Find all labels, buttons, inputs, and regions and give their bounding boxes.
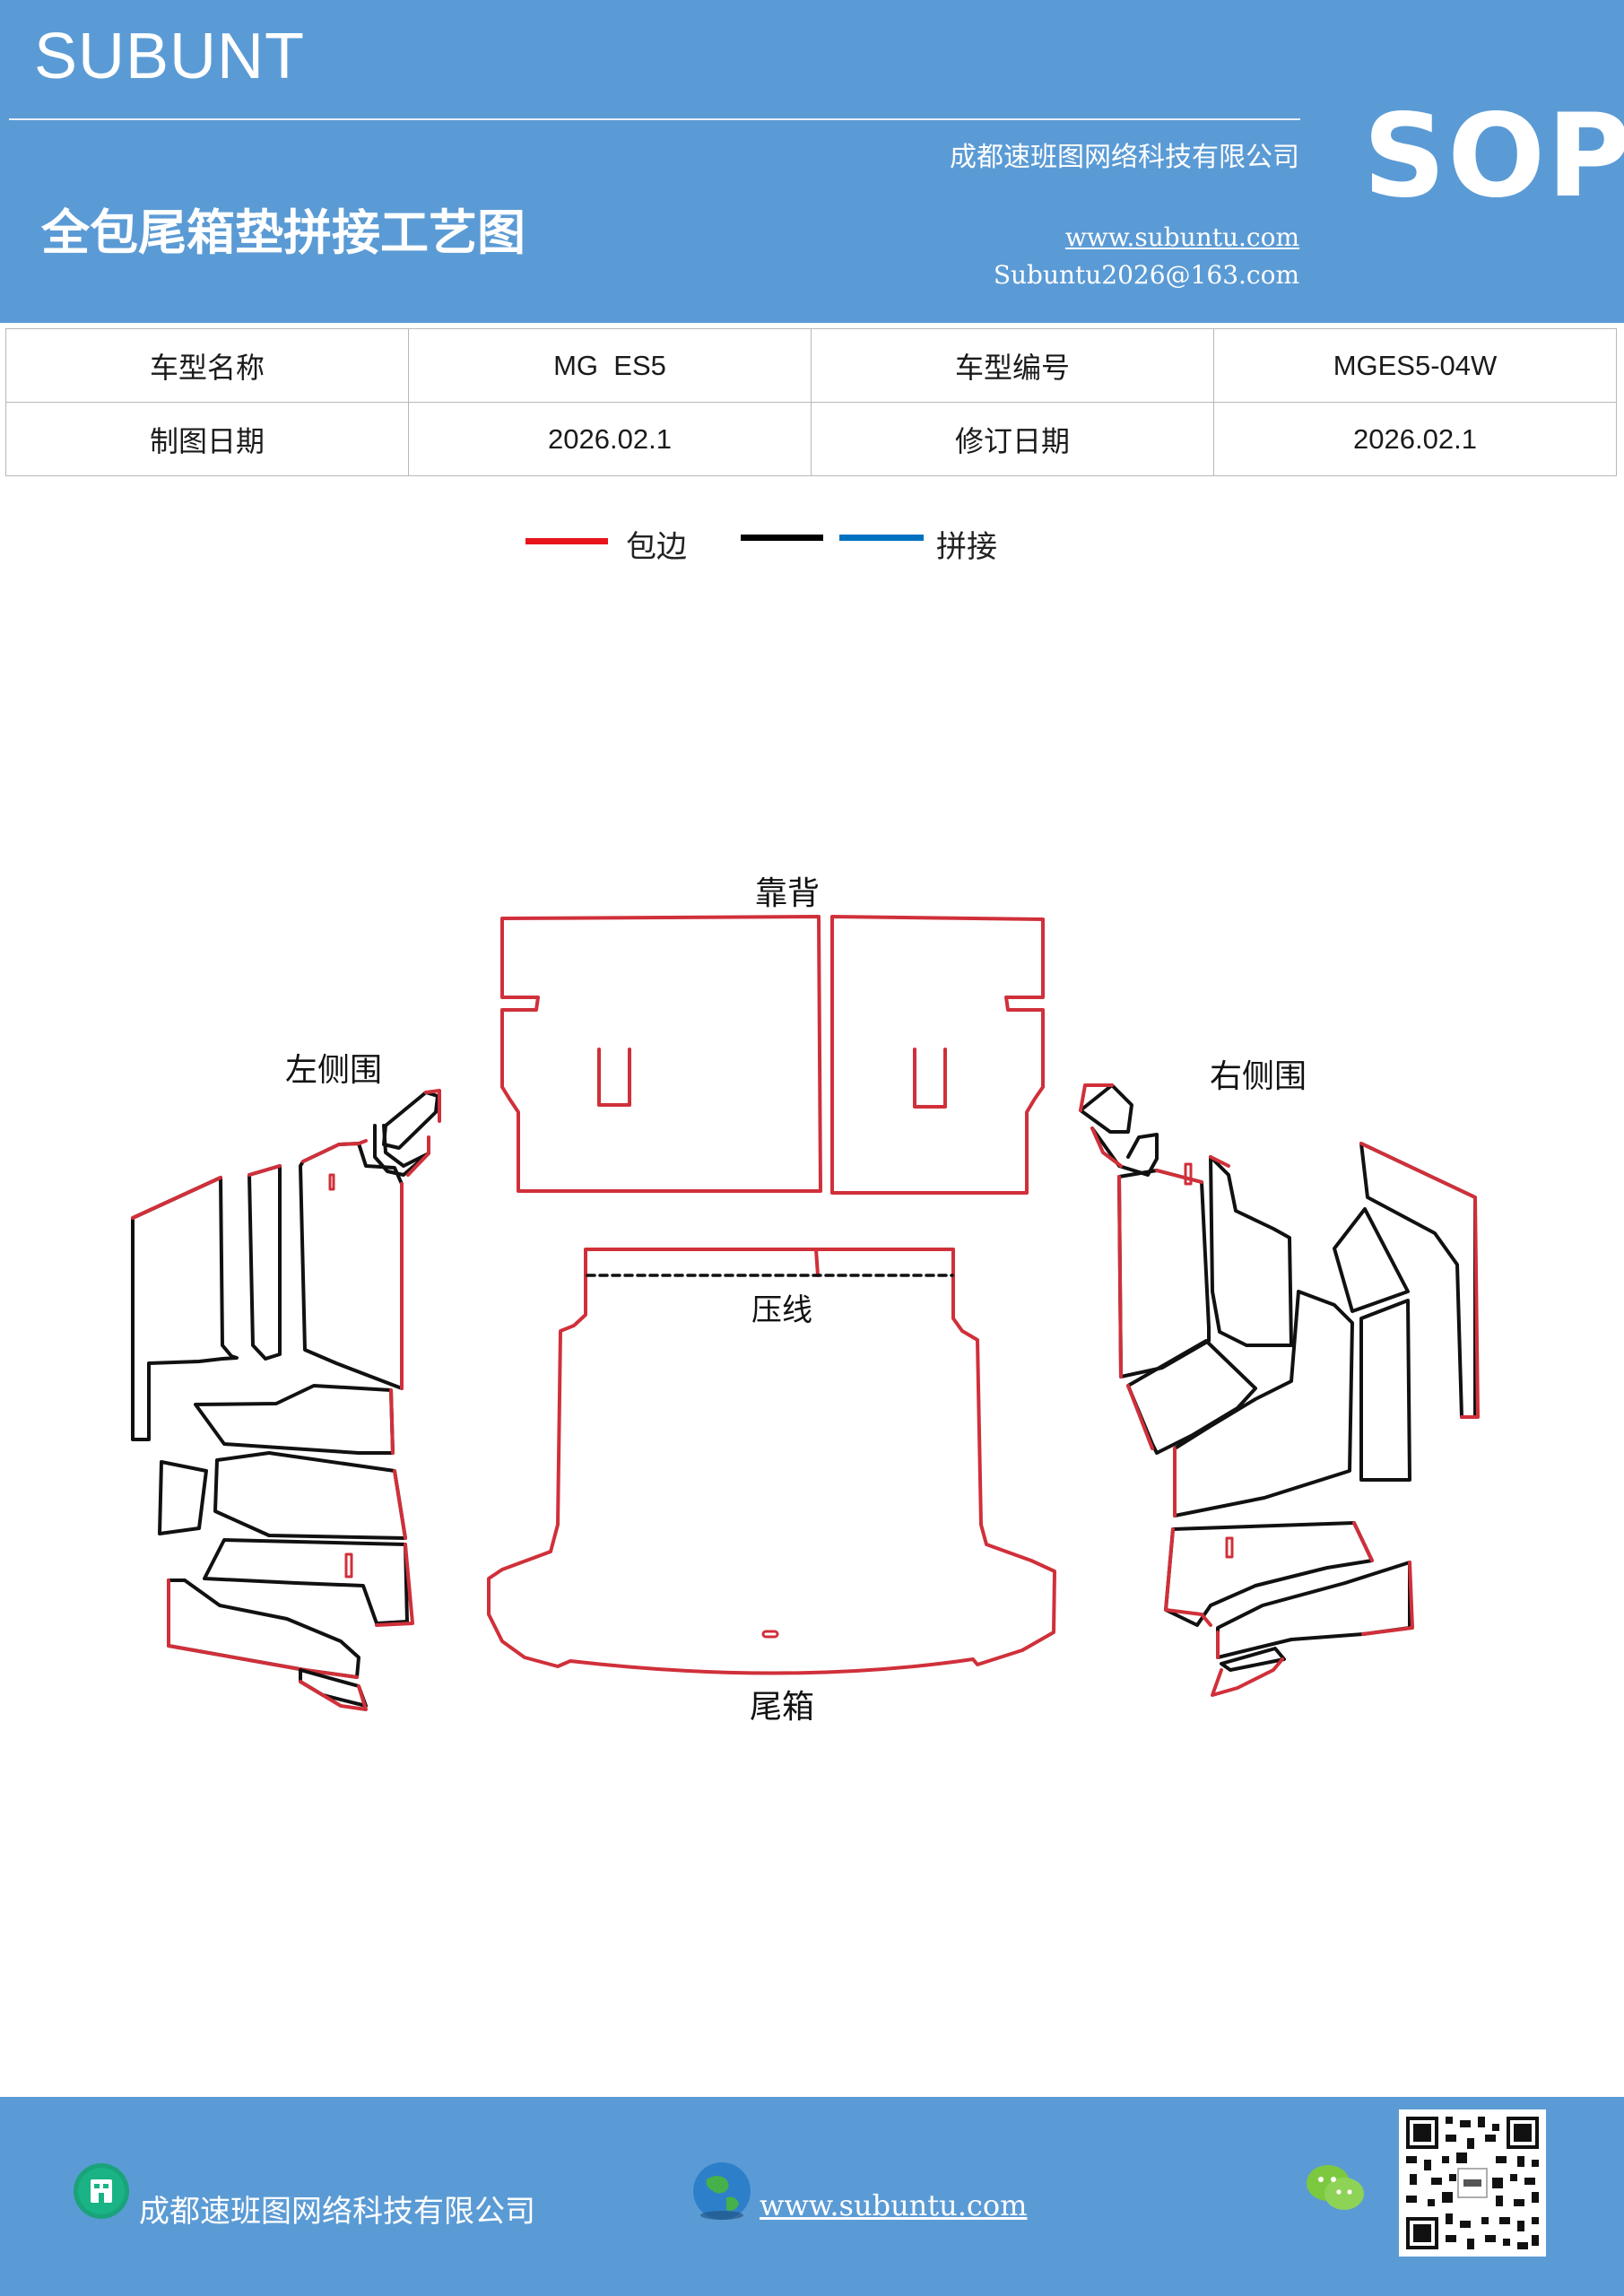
footer-website-link[interactable]: www.subuntu.com	[760, 2188, 1028, 2222]
right-piece-lower1-edge	[1164, 1521, 1374, 1627]
left-piece-mid3-edge	[393, 1469, 407, 1540]
qr-code-icon	[1399, 2109, 1546, 2257]
trunk-floor-panel	[487, 1248, 1056, 1675]
qr-code[interactable]	[1399, 2109, 1546, 2257]
footer-company-name: 成都速班图网络科技有限公司	[139, 2194, 535, 2230]
cutting-pattern-diagram: 靠背 左侧围 右侧围 压线 尾箱	[131, 875, 1480, 1726]
left-panel-strip-b	[299, 1142, 404, 1390]
draw-date-value: 2026.02.1	[408, 402, 812, 476]
revise-date-value: 2026.02.1	[1213, 402, 1617, 476]
revise-date-label: 修订日期	[811, 402, 1214, 476]
contact-email[interactable]: Subuntu2026@163.com	[993, 260, 1299, 290]
right-piece-lower1	[1164, 1521, 1374, 1627]
header-banner: SUBUNT 成都速班图网络科技有限公司 全包尾箱垫拼接工艺图 www.subu…	[0, 0, 1624, 323]
right-panel-strip-b	[1209, 1155, 1293, 1347]
sop-badge: SOP	[1363, 90, 1624, 223]
left-panel-strip-a-edge	[248, 1164, 282, 1177]
building-icon	[74, 2163, 129, 2219]
legend-join-swatch-black	[741, 535, 823, 541]
right-panel-strip-a-edge	[1117, 1169, 1203, 1378]
table-row: 制图日期 2026.02.1 修订日期 2026.02.1	[5, 402, 1617, 476]
right-piece-lower3-edge	[1211, 1657, 1284, 1697]
left-piece-mid3	[213, 1451, 407, 1540]
table-row: 车型名称 MG ES5 车型编号 MGES5-04W	[5, 328, 1617, 403]
crease-label: 压线	[751, 1292, 812, 1328]
model-code-value: MGES5-04W	[1213, 328, 1617, 403]
right-piece-lower2	[1216, 1561, 1411, 1659]
left-panel-outer	[131, 1176, 239, 1441]
right-piece-wedge-edge	[1126, 1384, 1154, 1450]
trunk-center-seam	[814, 1248, 820, 1277]
backrest-left-slot	[597, 1048, 631, 1107]
legend: 包边 拼接	[520, 520, 1076, 574]
legend-edge-label: 包边	[626, 529, 687, 565]
model-code-label: 车型编号	[811, 328, 1214, 403]
left-small-slot	[328, 1173, 335, 1191]
left-piece-lower2-edge	[299, 1680, 368, 1711]
right-piece-mid-large	[1173, 1290, 1354, 1518]
backrest-right-panel	[830, 915, 1045, 1195]
website-link[interactable]: www.subuntu.com	[1064, 222, 1299, 252]
right-clip-lower-edge	[1090, 1126, 1123, 1168]
backrest-left-panel	[500, 915, 822, 1193]
right-small-slot-2	[1225, 1536, 1234, 1559]
legend-join-label: 拼接	[936, 529, 997, 565]
brand-name: SUBUNT	[34, 21, 306, 92]
backrest-label: 靠背	[755, 875, 820, 912]
left-piece-lower2	[299, 1668, 368, 1708]
right-piece-mid-strip	[1359, 1299, 1411, 1482]
model-name-label: 车型名称	[5, 328, 409, 403]
left-piece-mid1	[194, 1384, 395, 1455]
header-divider	[9, 118, 1300, 120]
right-panel-outer-edge	[1359, 1142, 1480, 1419]
company-name: 成都速班图网络科技有限公司	[950, 142, 1299, 173]
backrest-right-slot	[913, 1048, 947, 1109]
wechat-icon	[1307, 2165, 1364, 2210]
footer-banner: 成都速班图网络科技有限公司 www.subuntu.com	[0, 2097, 1624, 2296]
right-panel-outer	[1359, 1142, 1477, 1419]
model-name-value: MG ES5	[408, 328, 812, 403]
right-piece-diamond	[1333, 1207, 1410, 1313]
legend-edge-swatch	[525, 538, 608, 544]
left-panel-strip-a	[248, 1164, 282, 1361]
left-clip-lower-edge	[406, 1135, 430, 1177]
right-clip-upper-edge	[1079, 1083, 1114, 1112]
left-piece-mid4-edge	[375, 1543, 414, 1627]
draw-date-label: 制图日期	[5, 402, 409, 476]
left-piece-mid1-edge	[389, 1388, 395, 1455]
left-piece-lower1-edge	[167, 1578, 359, 1679]
vehicle-info-table: 车型名称 MG ES5 车型编号 MGES5-04W 制图日期 2026.02.…	[5, 328, 1617, 476]
left-piece-mid4	[203, 1538, 409, 1625]
left-panel-outer-edge	[131, 1176, 222, 1220]
right-small-slot	[1184, 1162, 1193, 1186]
left-side-label: 左侧围	[285, 1052, 382, 1089]
legend-join-swatch-blue	[839, 535, 924, 541]
trunk-small-hole	[761, 1630, 779, 1639]
trunk-label: 尾箱	[750, 1689, 814, 1726]
right-panel-strip-b-edge	[1209, 1155, 1230, 1168]
right-side-label: 右侧围	[1210, 1058, 1307, 1095]
left-piece-mid2	[158, 1460, 208, 1535]
right-clip-upper	[1079, 1083, 1133, 1134]
left-small-slot-2	[344, 1552, 353, 1578]
document-title: 全包尾箱垫拼接工艺图	[41, 204, 525, 261]
right-piece-lower2-edge	[1216, 1561, 1414, 1659]
left-panel-strip-b-edge	[301, 1139, 404, 1390]
globe-icon	[693, 2162, 751, 2220]
left-clip-upper-edge	[424, 1089, 441, 1123]
